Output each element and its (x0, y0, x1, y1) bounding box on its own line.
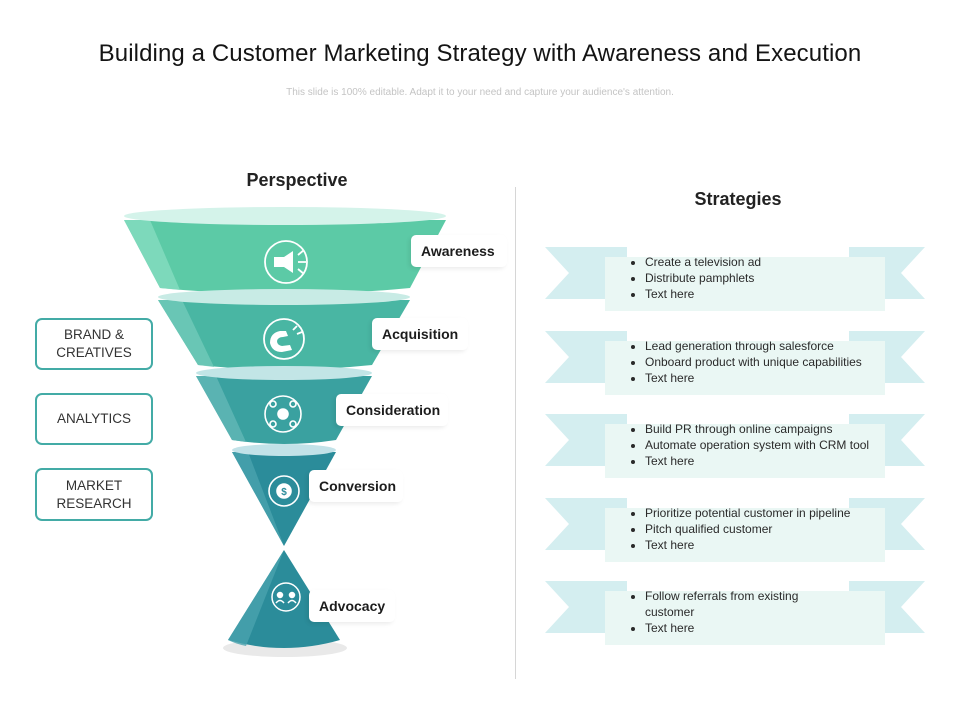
funnel-stage-awareness (124, 207, 446, 294)
column-divider (515, 187, 516, 679)
strategy-ribbon-2: Lead generation through salesforce Onboa… (545, 331, 925, 395)
strategy-4-bullet-2: Pitch qualified customer (645, 521, 885, 537)
strategy-ribbon-1: Create a television ad Distribute pamphl… (545, 247, 925, 311)
strategy-2-bullet-2: Onboard product with unique capabilities (645, 354, 885, 370)
magnet-icon (263, 318, 305, 360)
side-box-analytics: ANALYTICS (35, 393, 153, 445)
strategies-heading: Strategies (694, 189, 782, 209)
side-box-market-research: MARKET RESEARCH (35, 468, 153, 521)
strategy-2-bullet-1: Lead generation through salesforce (645, 338, 885, 354)
strategy-3-bullet-2: Automate operation system with CRM tool (645, 437, 885, 453)
stage-label-acquisition: Acquisition (372, 318, 468, 350)
strategy-3-bullet-1: Build PR through online campaigns (645, 421, 885, 437)
stage-label-awareness: Awareness (411, 235, 507, 267)
strategy-1-bullet-3: Text here (645, 286, 885, 302)
people-share-icon (271, 582, 301, 612)
strategy-ribbon-3: Build PR through online campaigns Automa… (545, 414, 925, 478)
page-subtitle: This slide is 100% editable. Adapt it to… (286, 87, 674, 98)
strategy-ribbon-5: Follow referrals from existing customer … (545, 581, 925, 645)
funnel-stage-advocacy (228, 550, 340, 648)
megaphone-icon (264, 240, 308, 284)
strategy-3-bullet-3: Text here (645, 453, 885, 469)
dollar-cycle-icon: $ (268, 475, 300, 507)
perspective-heading: Perspective (246, 170, 348, 190)
stage-label-conversion: Conversion (309, 470, 403, 502)
strategy-5-bullet-2: Text here (645, 620, 835, 636)
stage-label-advocacy: Advocacy (309, 590, 395, 622)
strategy-4-bullet-3: Text here (645, 537, 885, 553)
page-title: Building a Customer Marketing Strategy w… (98, 40, 862, 67)
strategy-5-bullet-1: Follow referrals from existing customer (645, 588, 835, 620)
strategy-1-bullet-1: Create a television ad (645, 254, 885, 270)
svg-text:$: $ (281, 487, 287, 498)
strategy-ribbon-4: Prioritize potential customer in pipelin… (545, 498, 925, 562)
strategy-1-bullet-2: Distribute pamphlets (645, 270, 885, 286)
strategy-4-bullet-1: Prioritize potential customer in pipelin… (645, 505, 885, 521)
side-box-brand-creatives: BRAND & CREATIVES (35, 318, 153, 370)
strategy-2-bullet-3: Text here (645, 370, 885, 386)
stage-label-consideration: Consideration (336, 394, 448, 426)
network-icon (264, 395, 302, 433)
